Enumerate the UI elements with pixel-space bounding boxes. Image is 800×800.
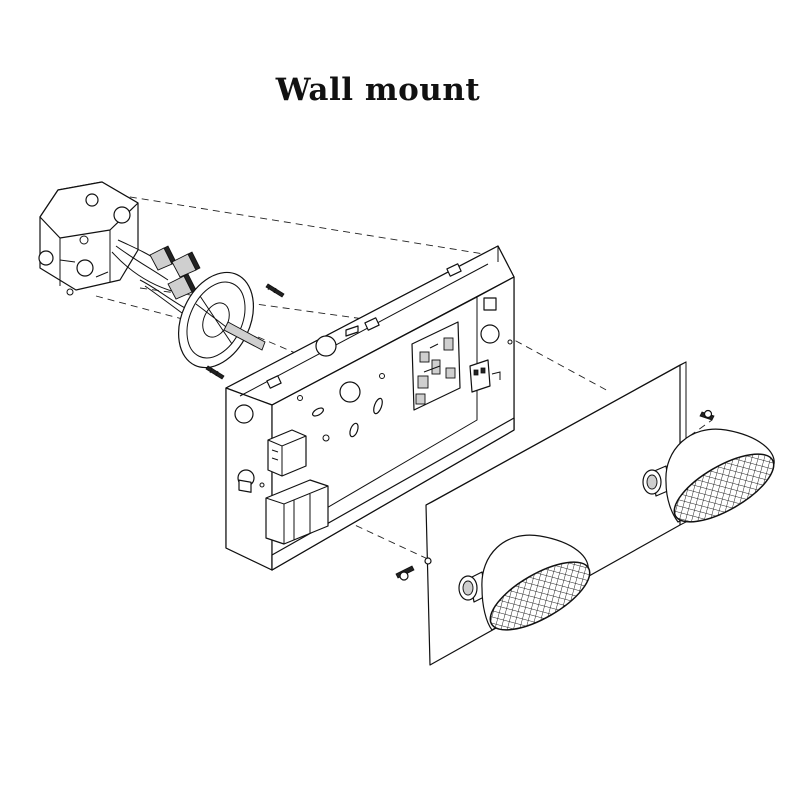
wires-and-wire-nuts	[111, 239, 206, 327]
transformer	[267, 429, 307, 477]
circuit-board	[411, 321, 461, 411]
octagonal-junction-box	[38, 181, 139, 296]
screw-icon	[699, 409, 715, 421]
wire-nut-icon	[149, 245, 177, 271]
lamp-head-left	[458, 534, 591, 631]
screw-icon	[395, 565, 415, 581]
mounting-plate	[178, 271, 266, 369]
lamp-head-right	[642, 428, 775, 523]
screw-icon	[205, 365, 225, 380]
wire-nut-icon	[167, 273, 197, 300]
page-title: Wall mount	[275, 72, 481, 108]
terminal-block	[469, 359, 501, 393]
battery	[265, 479, 329, 545]
wire-nut-icon	[171, 251, 201, 278]
screw-icon	[265, 283, 285, 298]
